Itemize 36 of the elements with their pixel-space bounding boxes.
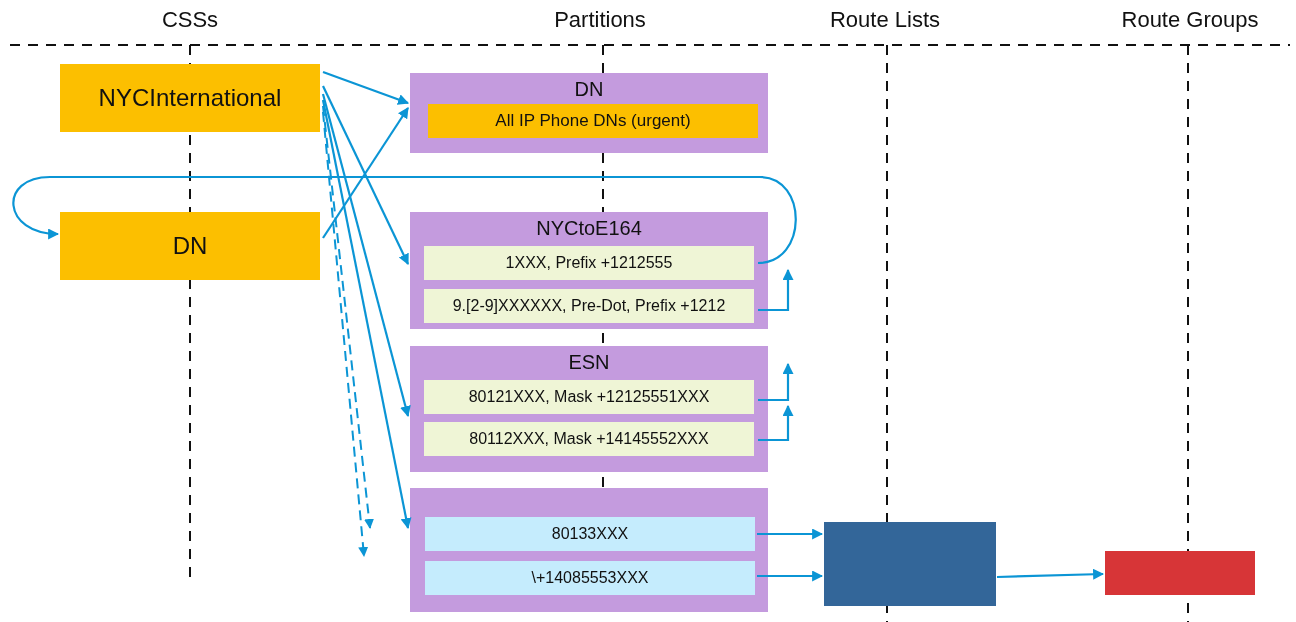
arrow bbox=[322, 111, 369, 557]
partition-box bbox=[410, 73, 768, 153]
arrow bbox=[757, 570, 824, 582]
arrow bbox=[758, 268, 794, 312]
arrow bbox=[757, 528, 824, 540]
arrow bbox=[322, 105, 374, 529]
pattern-box: 80121XXX, Mask +12125551XXX bbox=[424, 380, 754, 414]
arrow bbox=[322, 85, 409, 265]
arrow bbox=[321, 99, 412, 530]
lane-heading: Partitions bbox=[554, 7, 646, 33]
css-box: DN bbox=[60, 212, 320, 280]
arrow bbox=[758, 404, 794, 442]
arrow bbox=[758, 362, 794, 402]
partition-name: ESN bbox=[568, 350, 610, 374]
pattern-box: 80133XXX bbox=[425, 517, 755, 551]
route-list-box bbox=[824, 522, 996, 606]
css-box: NYCInternational bbox=[60, 64, 320, 132]
partition-box bbox=[410, 212, 768, 329]
lane-heading: Route Lists bbox=[829, 7, 941, 33]
arrow bbox=[321, 93, 411, 418]
partition-box bbox=[410, 488, 768, 612]
lane-heading: Route Groups bbox=[1121, 7, 1259, 33]
pattern-box: \+14085553XXX bbox=[425, 561, 755, 595]
lane-heading: CSSs bbox=[161, 7, 219, 33]
partition-name: NYCtoE164 bbox=[536, 216, 642, 240]
route-group-box bbox=[1105, 551, 1255, 595]
partition-box bbox=[410, 346, 768, 472]
pattern-box: 80112XXX, Mask +14145552XXX bbox=[424, 422, 754, 456]
pattern-box: 1XXX, Prefix +1212555 bbox=[424, 246, 754, 280]
partition-name: DN bbox=[574, 77, 604, 101]
arrow bbox=[12, 175, 797, 265]
arrow bbox=[322, 70, 410, 105]
pattern-box: All IP Phone DNs (urgent) bbox=[428, 104, 758, 138]
pattern-box: 9.[2-9]XXXXXX, Pre-Dot, Prefix +1212 bbox=[424, 289, 754, 323]
arrow bbox=[322, 107, 409, 239]
arrow bbox=[996, 568, 1105, 580]
